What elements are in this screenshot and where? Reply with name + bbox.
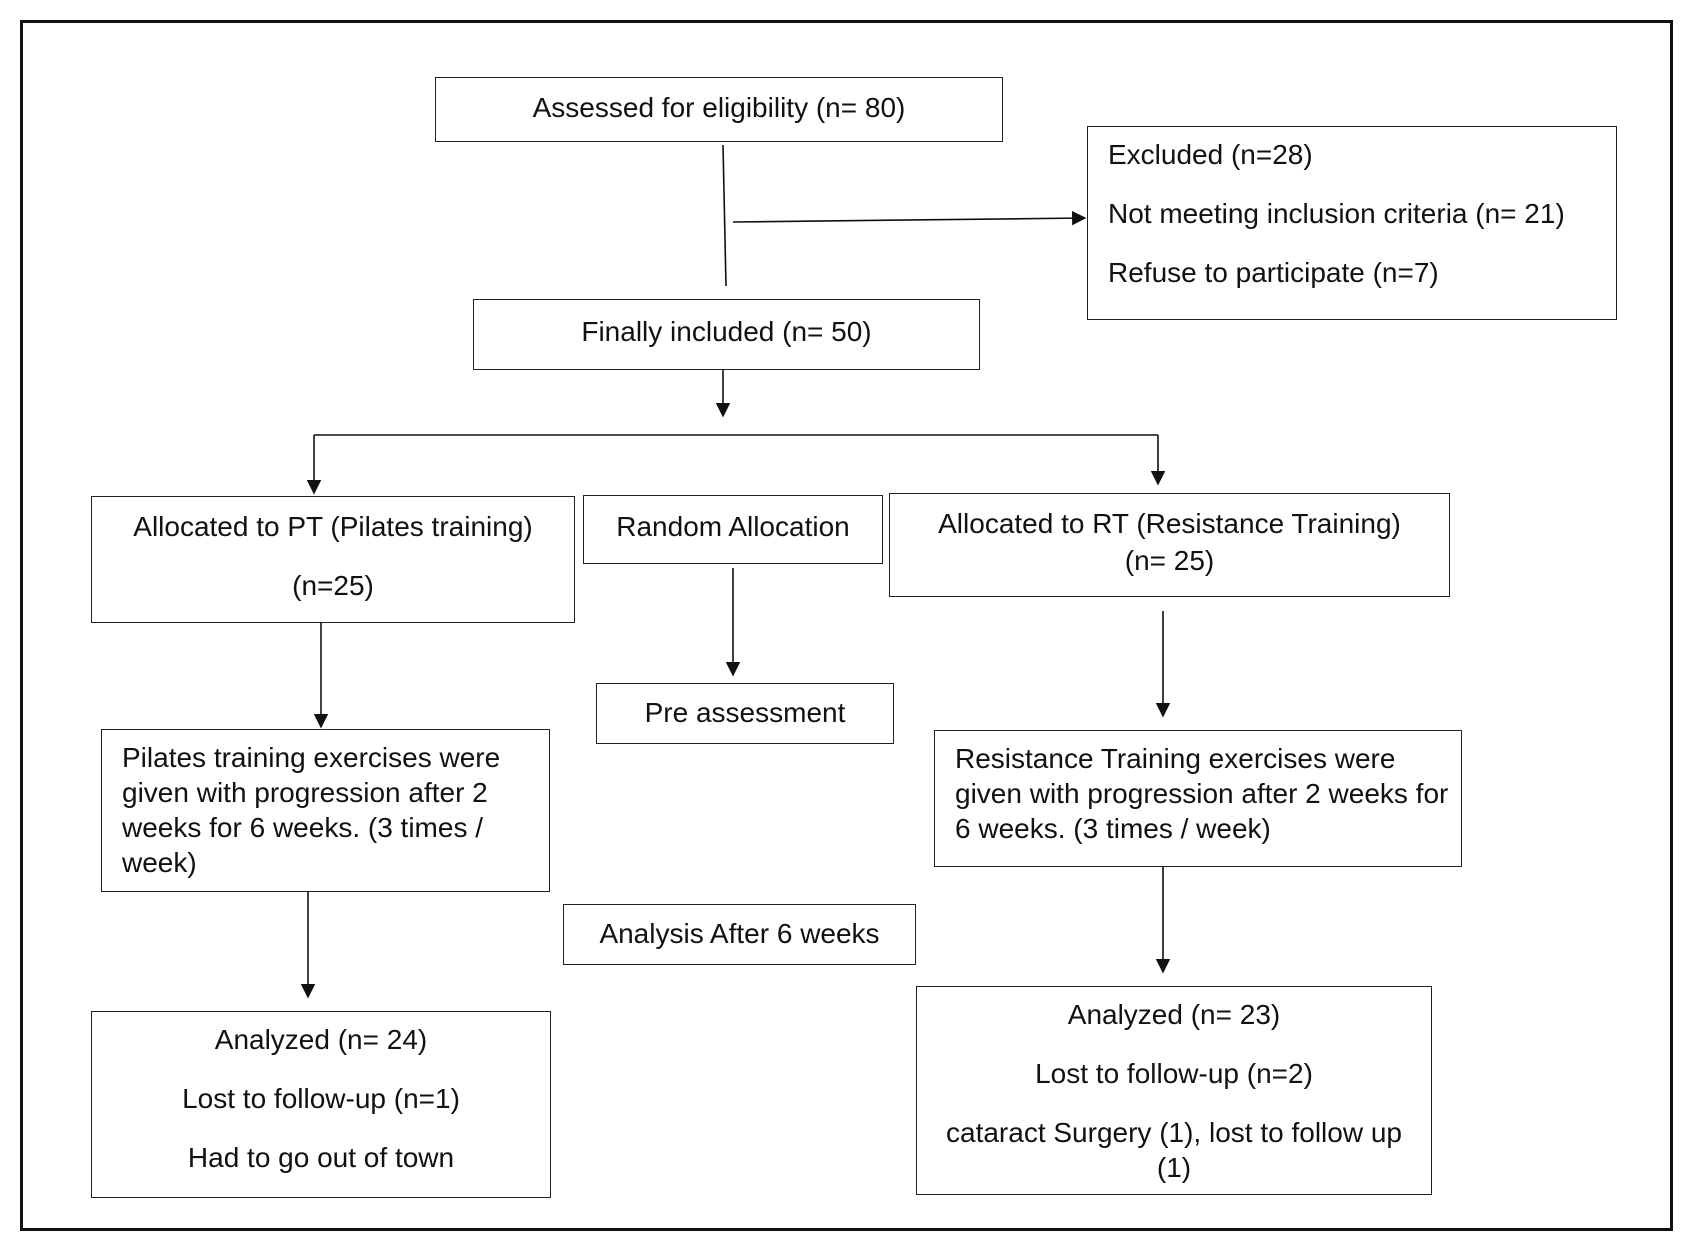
pt-allocation-label: Allocated to PT (Pilates training) [133, 511, 533, 542]
pt-lost-followup: Lost to follow-up (n=1) [182, 1083, 460, 1114]
rt-exercise-box: Resistance Training exercises were given… [934, 730, 1462, 867]
rt-allocation-count: (n= 25) [1124, 545, 1215, 576]
rt-exercise-text: Resistance Training exercises were given… [955, 743, 1449, 844]
excluded-line-criteria: Not meeting inclusion criteria (n= 21) [1108, 198, 1565, 229]
pt-allocation-box: Allocated to PT (Pilates training) (n=25… [91, 496, 575, 623]
pt-allocation-count: (n=25) [292, 570, 374, 601]
included-box: Finally included (n= 50) [473, 299, 980, 370]
analysis-box: Analysis After 6 weeks [563, 904, 916, 965]
connector-assessed-to-included [722, 144, 727, 287]
analysis-label: Analysis After 6 weeks [599, 918, 880, 949]
assessed-label: Assessed for eligibility (n= 80) [532, 92, 906, 123]
pt-exercise-text: Pilates training exercises were given wi… [122, 742, 501, 878]
rt-lost-reason: cataract Surgery (1), lost to follow up … [946, 1117, 1402, 1183]
pt-analyzed-box: Analyzed (n= 24) Lost to follow-up (n=1)… [91, 1011, 551, 1198]
random-allocation-box: Random Allocation [583, 495, 883, 564]
pt-exercise-box: Pilates training exercises were given wi… [101, 729, 550, 892]
rt-analyzed-count: Analyzed (n= 23) [1067, 999, 1281, 1030]
excluded-line-refuse: Refuse to participate (n=7) [1108, 257, 1439, 288]
pt-analyzed-count: Analyzed (n= 24) [214, 1024, 428, 1055]
rt-analyzed-box: Analyzed (n= 23) Lost to follow-up (n=2)… [916, 986, 1432, 1195]
pre-assessment-box: Pre assessment [596, 683, 894, 744]
pt-lost-reason: Had to go out of town [187, 1142, 455, 1173]
arrow-to-excluded [732, 210, 1087, 226]
rt-allocation-label: Allocated to RT (Resistance Training) [938, 508, 1401, 539]
included-label: Finally included (n= 50) [581, 316, 872, 347]
assessed-box: Assessed for eligibility (n= 80) [435, 77, 1003, 142]
rt-lost-followup: Lost to follow-up (n=2) [1035, 1058, 1313, 1089]
excluded-title: Excluded (n=28) [1108, 139, 1313, 170]
rt-allocation-box: Allocated to RT (Resistance Training) (n… [889, 493, 1450, 597]
pre-assessment-label: Pre assessment [644, 697, 846, 728]
random-allocation-label: Random Allocation [616, 511, 850, 542]
excluded-box: Excluded (n=28) Not meeting inclusion cr… [1087, 126, 1617, 320]
diagram-frame [20, 20, 1673, 1231]
